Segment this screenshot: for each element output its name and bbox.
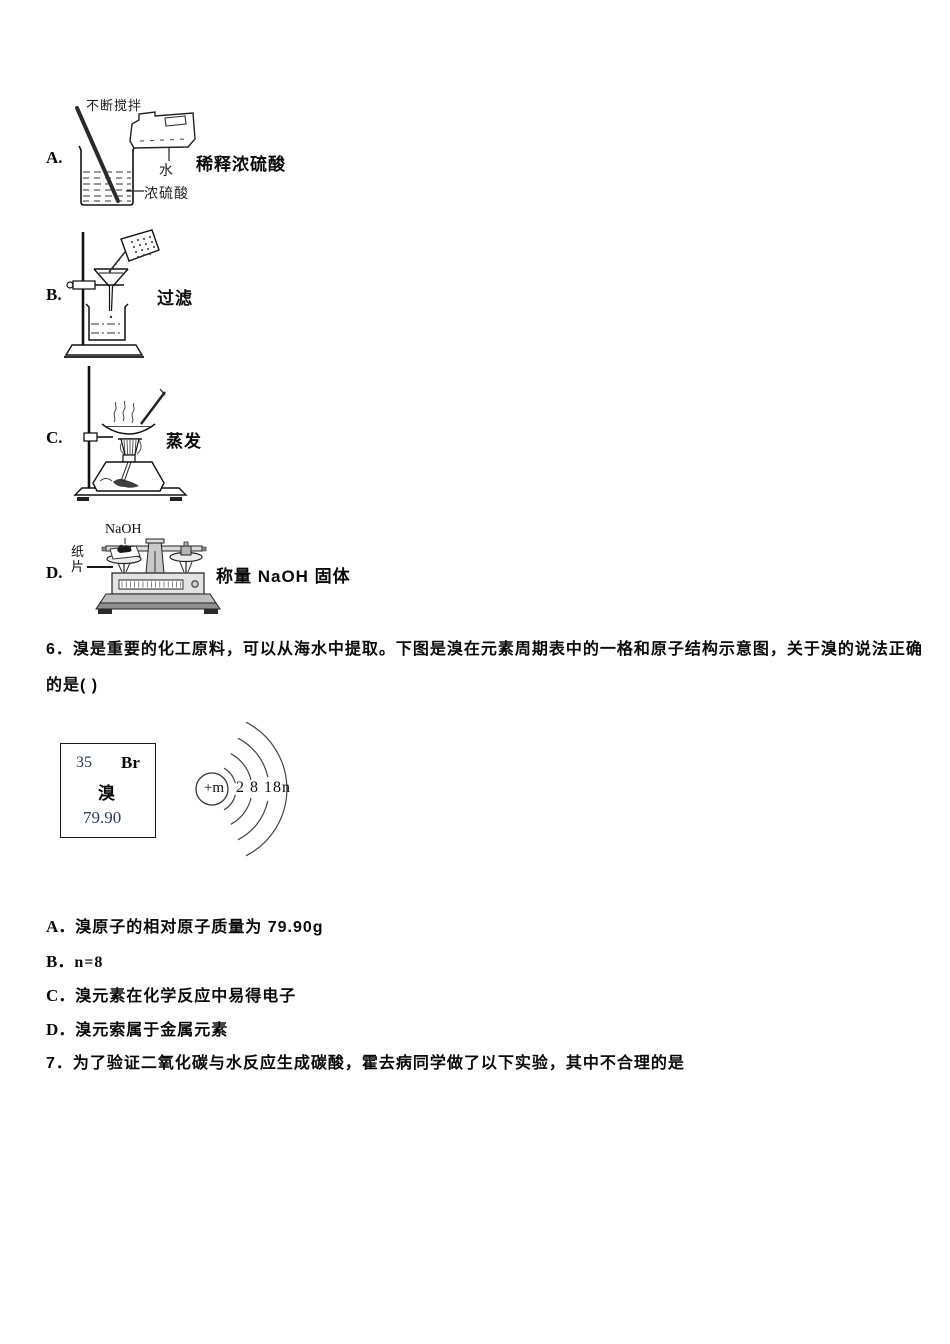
option-d-letter: D. bbox=[46, 563, 63, 582]
pour-stream bbox=[109, 259, 120, 273]
electron-shell-arcs bbox=[224, 722, 287, 856]
periodic-cell-bromine: 35 Br 溴 79.90 bbox=[60, 743, 156, 838]
pouring-beaker-icon bbox=[109, 230, 159, 273]
paper-label: 纸片 bbox=[71, 544, 85, 574]
option-c-caption: 蒸发 bbox=[166, 432, 202, 451]
filtration-diagram bbox=[62, 228, 180, 360]
clamp-icon bbox=[84, 433, 97, 441]
nucleus-charge-label: +m bbox=[203, 780, 225, 796]
evaporating-dish-icon bbox=[102, 424, 155, 434]
shell-electron-counts: 2 8 18n bbox=[236, 779, 291, 796]
glass-rod-icon bbox=[141, 392, 165, 424]
dilute-acid-diagram bbox=[68, 90, 204, 210]
q6-option-a-letter: A． bbox=[46, 917, 76, 936]
q6-option-a-text: 溴原子的相对原子质量为 79.90g bbox=[75, 919, 324, 936]
receiving-beaker-icon bbox=[86, 304, 128, 340]
beaker-icon bbox=[79, 146, 135, 205]
q6-option-b: B．n=8 bbox=[46, 947, 103, 972]
q6-option-c: C．溴元素在化学反应中易得电子 bbox=[46, 981, 296, 1006]
atomic-mass: 79.90 bbox=[83, 808, 122, 827]
clamp-icon bbox=[73, 281, 95, 289]
atomic-structure-diagram bbox=[190, 705, 302, 873]
stir-label: 不断搅拌 bbox=[86, 98, 143, 113]
option-d-caption: 称量 NaOH 固体 bbox=[216, 567, 351, 586]
q6-option-b-letter: B． bbox=[46, 952, 75, 971]
q6-option-a: A．溴原子的相对原子质量为 79.90g bbox=[46, 912, 324, 937]
weight-icon bbox=[181, 546, 191, 555]
q6-option-d-text: 溴元索属于金属元素 bbox=[75, 1022, 229, 1039]
balance-diagram bbox=[92, 538, 224, 614]
evaporation-diagram bbox=[75, 362, 193, 501]
option-b-letter: B. bbox=[46, 285, 62, 304]
stir-rod-icon bbox=[77, 108, 118, 201]
q6-option-d-letter: D． bbox=[46, 1020, 76, 1039]
element-symbol: Br bbox=[121, 753, 140, 772]
option-b-caption: 过滤 bbox=[157, 289, 193, 308]
funnel-icon bbox=[94, 269, 128, 311]
balance-base-icon bbox=[100, 594, 216, 603]
acid-label: 浓硫酸 bbox=[144, 185, 189, 201]
stand-base-icon bbox=[66, 345, 142, 355]
paper-leader-line bbox=[87, 566, 113, 568]
option-a-letter: A. bbox=[46, 148, 63, 167]
water-bottle-icon bbox=[130, 112, 195, 161]
naoh-solid-icon bbox=[117, 544, 132, 553]
element-name: 溴 bbox=[98, 784, 115, 803]
right-pan-icon bbox=[170, 542, 202, 573]
question-6-line1: 6．溴是重要的化工原料，可以从海水中提取。下图是溴在元素周期表中的一格和原子结构… bbox=[46, 641, 923, 658]
steam-icon bbox=[114, 401, 134, 423]
q6-option-c-letter: C． bbox=[46, 986, 76, 1005]
question-7-text: 7．为了验证二氧化碳与水反应生成碳酸，霍去病同学做了以下实验，其中不合理的是 bbox=[46, 1055, 685, 1072]
water-label: 水 bbox=[159, 162, 174, 178]
q6-option-d: D．溴元索属于金属元素 bbox=[46, 1015, 228, 1040]
naoh-label: NaOH bbox=[105, 522, 142, 537]
nucleus-icon bbox=[196, 773, 228, 805]
alcohol-lamp-icon bbox=[93, 455, 164, 491]
q6-option-c-text: 溴元素在化学反应中易得电子 bbox=[75, 988, 297, 1005]
flame-support-icon bbox=[118, 439, 142, 455]
atomic-number: 35 bbox=[76, 754, 92, 771]
left-pan-icon bbox=[107, 538, 141, 573]
question-6-line2: 的是( ) bbox=[46, 677, 99, 694]
option-a-caption: 稀释浓硫酸 bbox=[196, 155, 286, 174]
ruler-icon bbox=[119, 580, 183, 589]
q6-option-b-text: n=8 bbox=[74, 954, 104, 971]
guide-rod-icon bbox=[109, 252, 125, 272]
acid-liquid-lines bbox=[83, 172, 131, 201]
option-c-letter: C. bbox=[46, 428, 63, 447]
